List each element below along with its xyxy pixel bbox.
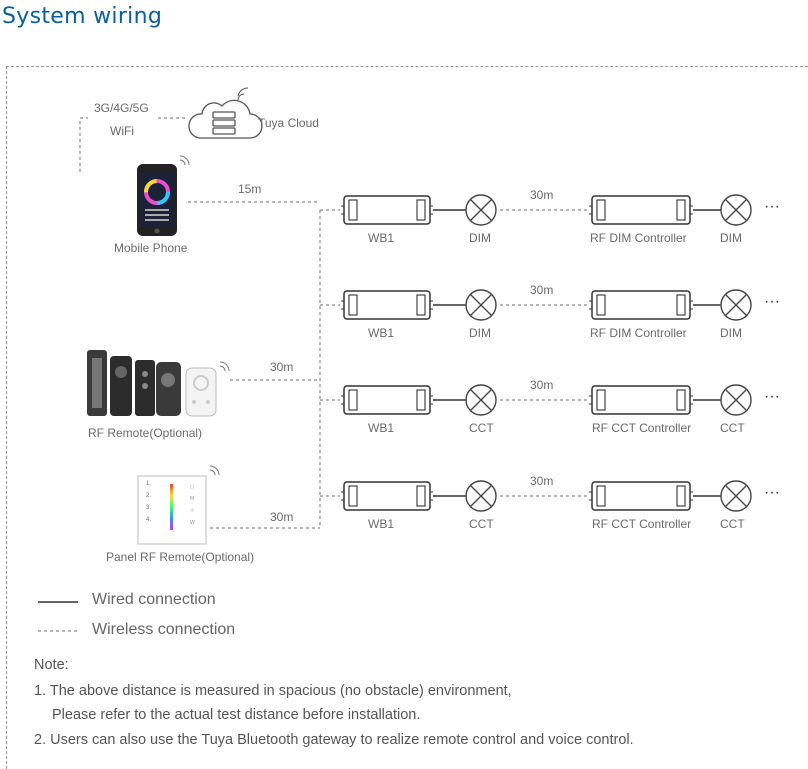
receiver-label: WB1 [368,231,395,245]
receiver-row [341,194,752,226]
controller-label: RF DIM Controller [590,231,687,245]
receiver-label: WB1 [368,326,395,340]
lamp-icon [465,384,497,416]
end-load-label: CCT [720,421,745,435]
svg-text:M: M [190,496,194,502]
network-link [79,117,186,172]
rf-remote-distance: 30m [270,360,294,374]
mobile-phone-icon [137,155,190,236]
controller-label: RF CCT Controller [592,517,692,531]
svg-text:☼: ☼ [190,508,194,514]
lamp-icon [720,384,752,416]
panel-button-1: 1. [146,481,152,487]
end-load-label: DIM [720,231,742,245]
wb1-receiver-icon [341,385,433,415]
controller-label: RF DIM Controller [590,326,687,340]
panel-remote-label: Panel RF Remote(Optional) [106,550,255,564]
end-load-label: DIM [720,326,742,340]
note-heading: Note: [34,657,69,673]
cloud-label: Tuya Cloud [258,116,319,130]
more-ellipsis: ··· [764,388,780,405]
row-distance: 30m [530,283,554,297]
svg-text:W: W [190,520,195,526]
more-ellipsis: ··· [764,198,780,215]
legend-wireless: Wireless connection [92,621,236,638]
receiver-rows [341,194,752,512]
rf-remote-label: RF Remote(Optional) [88,426,203,440]
wb1-receiver-icon [341,290,433,320]
note-1-line-1: 1. The above distance is measured in spa… [34,683,512,699]
note-1-line-2: Please refer to the actual test distance… [52,707,421,723]
rf-controller-icon [589,481,693,511]
row-distance: 30m [530,378,554,392]
lamp-icon [720,289,752,321]
rf-remote-icon [87,350,230,417]
wb1-receiver-icon [341,481,433,511]
load-label: DIM [469,326,491,340]
lamp-icon [720,480,752,512]
rf-controller-icon [589,195,693,225]
panel-button-4: 4. [146,517,152,523]
receiver-row [341,480,752,512]
wb1-receiver-icon [341,195,433,225]
network-label-wifi: WiFi [110,124,134,138]
rf-controller-icon [589,290,693,320]
end-load-label: CCT [720,517,745,531]
wireless-trunk [188,201,340,529]
row-distance: 30m [530,188,554,202]
load-label: CCT [469,517,494,531]
panel-distance: 30m [270,510,294,524]
legend-wired: Wired connection [92,591,216,608]
load-label: DIM [469,231,491,245]
more-ellipsis: ··· [764,293,780,310]
phone-label: Mobile Phone [114,241,188,255]
receiver-row [341,289,752,321]
receiver-label: WB1 [368,421,395,435]
row-distance: 30m [530,474,554,488]
diagram-frame [6,66,808,769]
note-2: 2. Users can also use the Tuya Bluetooth… [34,732,634,748]
panel-button-3: 3. [146,505,152,511]
network-label-cellular: 3G/4G/5G [94,101,149,115]
lamp-icon [720,194,752,226]
lamp-icon [465,480,497,512]
receiver-row [341,384,752,416]
panel-remote-icon: ○ M ☼ W [137,465,220,545]
panel-button-2: 2. [146,493,152,499]
receiver-label: WB1 [368,517,395,531]
rf-controller-icon [589,385,693,415]
cloud-icon [188,87,263,139]
load-label: CCT [469,421,494,435]
phone-distance: 15m [238,182,262,196]
lamp-icon [465,194,497,226]
lamp-icon [465,289,497,321]
svg-text:○: ○ [190,484,194,490]
more-ellipsis: ··· [764,484,780,501]
controller-label: RF CCT Controller [592,421,692,435]
page-title: System wiring [2,4,163,29]
